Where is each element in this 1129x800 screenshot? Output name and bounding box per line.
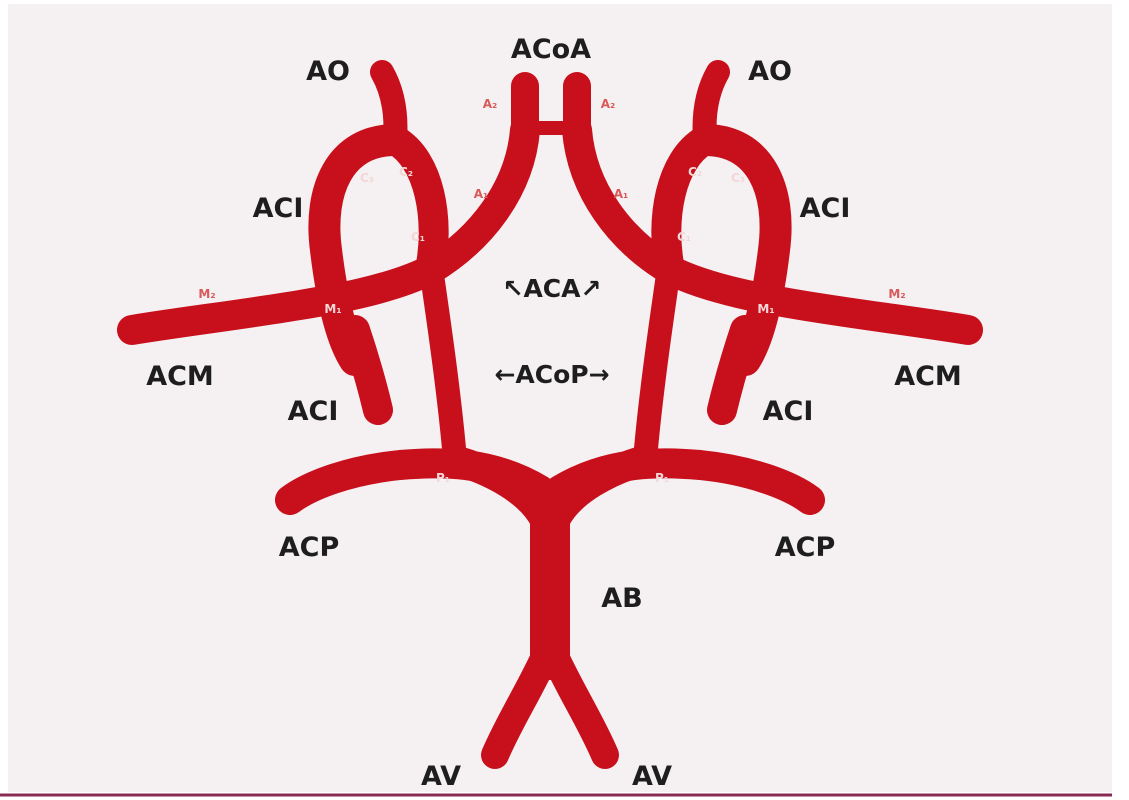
vessel-acop-right: [633, 263, 680, 472]
label-ab: AB: [601, 583, 642, 614]
vessel-av-right: [538, 636, 619, 769]
label-ao-left: AO: [306, 56, 350, 87]
seg-a1-right: A₁: [614, 187, 629, 201]
seg-c2-right: C₂: [688, 165, 702, 179]
label-aci-lower-left: ACI: [288, 396, 339, 427]
label-aci-upper-right: ACI: [800, 193, 851, 224]
vessel-a1-right: [562, 115, 685, 285]
label-aci-lower-right: ACI: [763, 396, 814, 427]
label-aci-upper-left: ACI: [253, 193, 304, 224]
seg-c3-left: C₃: [360, 171, 374, 185]
label-av-left: AV: [421, 761, 461, 792]
seg-c1-right: C₁: [677, 230, 691, 244]
label-aca: ↖ACA↗: [503, 274, 602, 303]
label-acoa: ACoA: [511, 34, 591, 65]
label-acp-left: ACP: [279, 532, 340, 563]
seg-m2-right: M₂: [888, 287, 905, 301]
seg-a2-left: A₂: [483, 97, 498, 111]
label-ao-right: AO: [748, 56, 792, 87]
label-acm-left: ACM: [146, 361, 214, 392]
seg-c3-right: C₃: [731, 171, 745, 185]
label-av-right: AV: [632, 761, 672, 792]
label-acm-right: ACM: [894, 361, 962, 392]
label-acop: ←ACoP→: [494, 360, 609, 389]
vessel-aci-left-lower: [340, 315, 393, 425]
vessel-acop-left: [420, 263, 467, 472]
seg-p1-right: P₁: [655, 471, 669, 485]
seg-p1-left: P₁: [436, 471, 450, 485]
vessel-acm-right: [655, 255, 983, 345]
vessel-aci-right-lower: [707, 315, 760, 425]
seg-a1-left: A₁: [474, 187, 489, 201]
seg-a2-right: A₂: [601, 97, 616, 111]
seg-m1-left: M₁: [324, 302, 341, 316]
seg-m1-right: M₁: [757, 302, 774, 316]
seg-c2-left: C₂: [399, 165, 413, 179]
seg-m2-left: M₂: [198, 287, 215, 301]
vessel-av-left: [481, 636, 562, 769]
seg-c1-left: C₁: [411, 230, 425, 244]
vessel-acm-left: [117, 255, 445, 345]
label-acp-right: ACP: [775, 532, 836, 563]
vessel-a1-left: [415, 115, 540, 285]
